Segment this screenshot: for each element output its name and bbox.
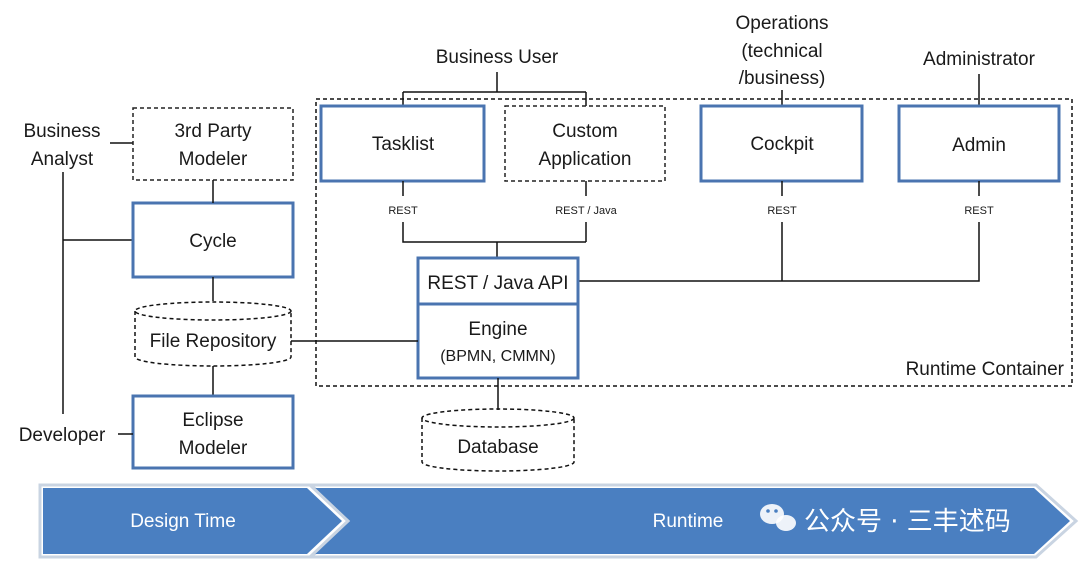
cycle-box [131,201,295,279]
eclipse-modeler-label: Eclipse [182,410,243,431]
business-analyst-label: Business [23,121,100,142]
engine-sublabel: (BPMN, CMMN) [440,348,556,365]
eclipse-modeler-label-line2: Modeler [179,438,248,459]
custom-application-box [504,105,666,182]
operations-label: Operations [736,13,829,34]
runtime-label: Runtime [653,511,724,532]
business-analyst-label-line2: Analyst [31,149,94,170]
file-repository-cylinder [134,301,292,367]
admin-rest-label: REST [964,205,994,217]
business-user-connector [402,72,587,106]
operations-label-line2: (technical [741,41,822,62]
cockpit-label: Cockpit [750,134,814,155]
database-label: Database [457,437,538,458]
tasklist-rest-link [402,181,587,258]
cycle-label: Cycle [189,231,237,252]
runtime-arrow [307,483,1079,559]
custom-application-label-line2: Application [539,149,632,170]
engine-box [416,256,580,380]
engine-label: Engine [468,319,527,340]
third-party-modeler-label: 3rd Party [174,121,252,142]
watermark-text: 公众号 · 三丰述码 [804,507,1011,537]
cockpit-rest-label: REST [767,205,797,217]
design-time-label: Design Time [130,511,236,532]
third-party-modeler-box [132,107,294,181]
design-time-arrow [38,483,351,559]
business-user-label: Business User [436,47,559,68]
admin-label: Admin [952,135,1006,156]
custom-application-rest-label: REST / Java [555,205,617,217]
custom-application-label: Custom [552,121,617,142]
role-spine [62,172,133,414]
rest-java-api-label: REST / Java API [427,273,568,294]
tasklist-label: Tasklist [372,134,435,155]
wechat-icon [760,504,796,531]
eclipse-modeler-box [131,394,295,470]
third-party-modeler-label-line2: Modeler [179,149,248,170]
runtime-container-label: Runtime Container [906,359,1065,380]
developer-label: Developer [19,425,106,446]
runtime-container-box [315,98,1073,387]
file-repository-label: File Repository [150,331,277,352]
operations-label-line3: /business) [739,68,826,89]
tasklist-rest-label: REST [388,205,418,217]
admin-rest-link [578,181,980,282]
tasklist-box [319,104,486,183]
cockpit-box [699,104,864,183]
administrator-label: Administrator [923,49,1036,70]
database-cylinder [421,408,575,472]
